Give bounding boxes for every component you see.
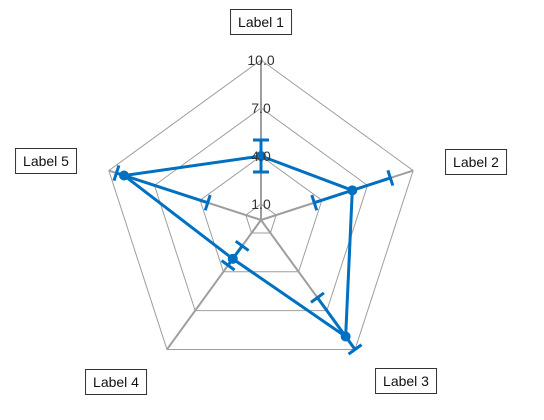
error-cap-high-5	[112, 164, 121, 182]
category-label-5: Label 5	[15, 148, 77, 174]
category-label-2: Label 2	[445, 149, 507, 175]
spoke-4	[166, 219, 262, 351]
error-cap-high-2	[386, 169, 395, 187]
error-cap-low-5	[203, 194, 212, 211]
error-bar-5	[115, 171, 209, 205]
radial-tick-label-2: 4.0	[251, 148, 271, 164]
error-cap-low-4	[234, 239, 250, 252]
radial-tick-label-4: 10.0	[247, 52, 274, 68]
error-bar-3	[316, 296, 357, 351]
category-label-4: Label 4	[85, 369, 147, 395]
series-line-1	[122, 154, 354, 338]
error-cap-low-3	[310, 291, 325, 304]
category-label-3: Label 3	[375, 368, 437, 394]
tick-layer: 1.0 4.0 7.0 10.0	[247, 52, 274, 212]
data-point-1	[256, 151, 266, 161]
data-point-3	[340, 331, 351, 342]
radial-tick-label-3: 7.0	[251, 100, 271, 116]
data-point-4	[227, 253, 238, 264]
error-cap-high-3	[347, 343, 363, 356]
error-cap-high-4	[220, 259, 236, 272]
data-point-2	[347, 185, 358, 196]
grid-ring-3	[153, 107, 369, 312]
grid-ring-4	[108, 59, 414, 350]
series-layer	[112, 138, 395, 356]
category-label-1: Label 1	[230, 9, 292, 35]
grid-ring-1	[245, 203, 277, 234]
grid-ring-2	[199, 155, 323, 273]
data-point-5	[119, 170, 130, 181]
error-cap-low-2	[310, 194, 319, 211]
grid-layer	[108, 59, 414, 350]
radial-tick-label-1: 1.0	[251, 196, 271, 212]
